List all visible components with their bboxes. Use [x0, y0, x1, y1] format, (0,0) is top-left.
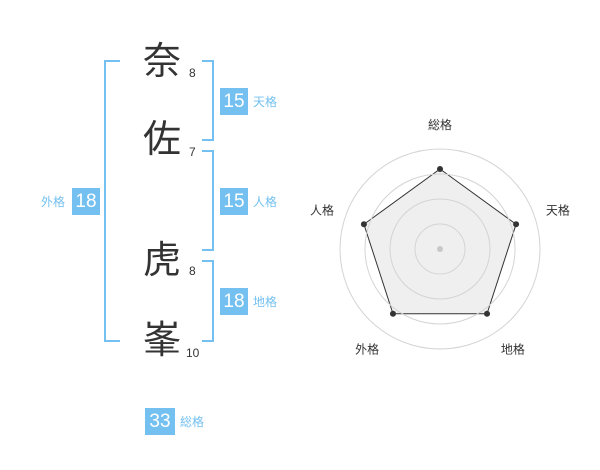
- radar-point-4: [389, 310, 396, 317]
- tenkaku-bracket: [202, 60, 214, 141]
- radar-axis-label: 地格: [501, 341, 525, 356]
- radar-axis-label: 総格: [428, 117, 452, 132]
- radar-grid-ring: [389, 198, 491, 300]
- name-char-3: 虎: [143, 238, 182, 282]
- tenkaku-label: 天格: [253, 95, 278, 109]
- chikaku-bracket: [202, 260, 214, 342]
- radar-point-2: [513, 221, 520, 228]
- radar-point-1: [437, 166, 443, 172]
- stroke-count-2: 7: [189, 145, 196, 159]
- chikaku-score: 18: [220, 288, 248, 315]
- tenkaku-score: 15: [220, 88, 248, 115]
- stroke-count-3: 8: [189, 264, 196, 278]
- name-char-1: 奈: [143, 39, 182, 83]
- soukaku-label: 総格: [180, 415, 205, 429]
- radar-axis-label: 人格: [310, 203, 334, 218]
- jinkaku-bracket: [202, 150, 214, 251]
- radar-grid-ring: [364, 173, 516, 325]
- name-char-2: 佐: [143, 117, 182, 161]
- gaikaku-bracket: [104, 60, 120, 342]
- radar-point-3: [484, 310, 491, 317]
- gaikaku-label: 外格: [41, 195, 66, 209]
- chikaku-label: 地格: [253, 295, 278, 309]
- radar-grid-ring: [414, 223, 466, 275]
- radar-center-dot: [437, 246, 443, 252]
- radar-axis-label: 外格: [355, 341, 379, 356]
- radar-axis-label: 天格: [546, 203, 570, 218]
- gaikaku-score: 18: [72, 188, 100, 215]
- radar-point-5: [360, 221, 367, 228]
- stroke-count-4: 10: [186, 346, 200, 360]
- radar-grid-ring: [339, 148, 541, 350]
- soukaku-score: 33: [145, 408, 175, 435]
- jinkaku-score: 15: [220, 188, 248, 215]
- name-char-4: 峯: [143, 318, 182, 362]
- stroke-count-1: 8: [189, 66, 196, 80]
- radar-value-polygon: [363, 168, 517, 315]
- jinkaku-label: 人格: [253, 195, 278, 209]
